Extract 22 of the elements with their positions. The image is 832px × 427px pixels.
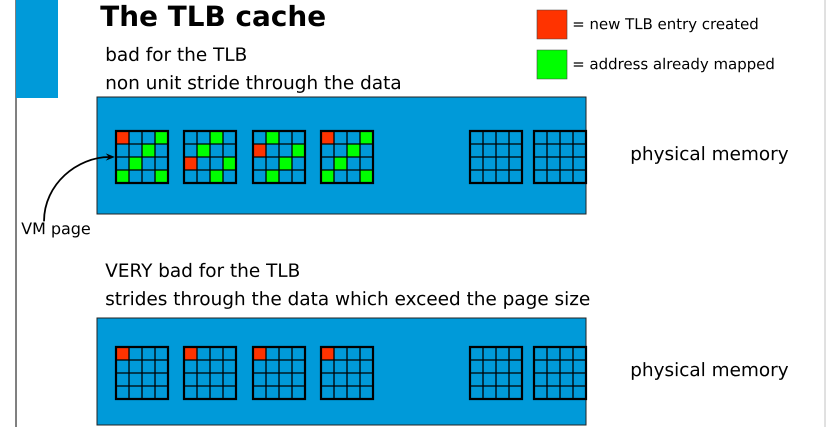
title: The TLB cache (100, 4, 325, 26)
page-grid (252, 346, 306, 400)
page-grid (114, 130, 170, 184)
page-grid (114, 346, 170, 400)
legend-text: = new TLB entry created (574, 18, 758, 32)
band-caption: physical memory (632, 362, 788, 380)
heading-text: non unit stride through the data (106, 75, 400, 93)
page-label: VM page (21, 222, 90, 238)
page-grid (468, 130, 524, 184)
page-grid (532, 130, 588, 184)
page-grid (182, 346, 238, 400)
page-grid (468, 346, 524, 400)
page-grid (532, 346, 588, 400)
heading-text: bad for the TLB (106, 46, 246, 62)
page-grid (320, 130, 374, 184)
heading-text: VERY bad for the TLB (105, 262, 299, 278)
page-grid (252, 130, 306, 184)
legend-text: = address already mapped (574, 58, 774, 72)
page-grid (320, 346, 374, 400)
heading-text: strides through the data which exceed the page size (106, 291, 590, 309)
page-grid (182, 130, 238, 184)
band-caption: physical memory (632, 146, 788, 164)
